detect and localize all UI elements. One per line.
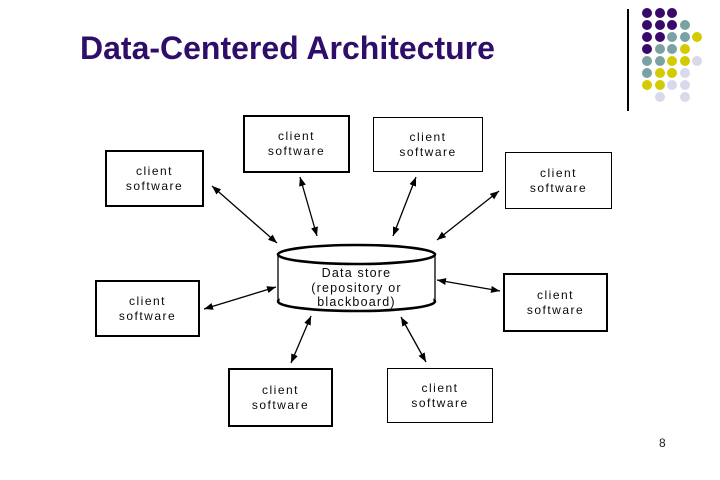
decor-dot: [679, 56, 690, 66]
client-box-label-line1: client: [128, 293, 166, 308]
decor-dot: [679, 80, 690, 90]
arrow-bottom-left: [290, 315, 312, 364]
decor-dot: [667, 56, 677, 66]
client-box-label-line1: client: [261, 382, 299, 397]
data-store-cylinder: Data store (repository or blackboard): [276, 243, 437, 313]
client-box-top-left: client software: [105, 150, 204, 207]
decor-dot: [654, 44, 665, 54]
arrow-bottom-right: [400, 316, 427, 363]
arrow-mid-right: [436, 278, 501, 293]
decor-dot: [642, 80, 652, 90]
client-box-label-line2: software: [529, 180, 588, 195]
client-box-label-line1: client: [536, 287, 574, 302]
data-store-label-line2: (repository or: [311, 281, 401, 295]
client-box-label-line1: client: [277, 129, 315, 143]
page-number: 8: [659, 436, 666, 450]
client-box-label-line1: client: [539, 165, 577, 180]
decor-dot: [667, 80, 677, 90]
decor-dot: [667, 68, 677, 78]
client-box-bottom-left: client software: [228, 368, 333, 427]
client-box-label-line2: software: [399, 144, 457, 159]
decor-dot: [654, 92, 665, 102]
arrow-top-center-left: [299, 176, 318, 237]
client-box-top-right: client software: [505, 152, 612, 209]
decor-dot: [692, 56, 702, 66]
decor-dot: [679, 68, 690, 78]
decor-dot: [654, 80, 665, 90]
client-box-label-line2: software: [251, 397, 310, 412]
decor-dot: [679, 20, 690, 30]
slide-title: Data-Centered Architecture: [80, 30, 495, 66]
decor-dot: [654, 32, 665, 42]
data-store-label-line3: blackboard): [317, 295, 396, 309]
arrow-top-right: [436, 190, 500, 241]
client-box-label-line1: client: [135, 163, 173, 178]
arrow-mid-left: [203, 286, 277, 310]
connector-arrows: [203, 176, 501, 364]
client-box-top-center-left: client software: [243, 115, 350, 173]
client-box-label-line1: client: [409, 129, 447, 144]
decor-dot: [642, 44, 652, 54]
decor-vertical-line: [627, 9, 629, 111]
client-box-label-line2: software: [411, 395, 469, 410]
decor-dot: [654, 56, 665, 66]
client-box-label-line1: client: [421, 380, 459, 395]
decor-dot: [654, 68, 665, 78]
arrow-top-center-right: [392, 176, 417, 237]
decor-dot: [667, 20, 677, 30]
decor-dot: [667, 32, 677, 42]
decor-dot: [642, 32, 652, 42]
client-box-label-line2: software: [118, 308, 177, 323]
client-box-bottom-right: client software: [387, 368, 493, 423]
decor-dot: [679, 44, 690, 54]
client-box-label-line2: software: [526, 302, 585, 317]
decor-dot: [642, 56, 652, 66]
decor-dot: [654, 8, 665, 18]
decor-dot: [679, 92, 690, 102]
decor-dot: [642, 68, 652, 78]
decor-dot: [679, 32, 690, 42]
client-box-label-line2: software: [267, 144, 326, 158]
decor-dot: [692, 32, 702, 42]
decor-dot: [642, 20, 652, 30]
data-store-label-line1: Data store: [322, 266, 392, 280]
client-box-mid-left: client software: [95, 280, 200, 337]
decor-dot: [642, 8, 652, 18]
client-box-label-line2: software: [125, 178, 184, 193]
arrow-top-left: [211, 185, 278, 244]
decor-dot: [667, 8, 677, 18]
decor-dot: [654, 20, 665, 30]
decor-dot: [667, 44, 677, 54]
client-box-top-center-right: client software: [373, 117, 483, 172]
client-box-mid-right: client software: [503, 273, 608, 332]
